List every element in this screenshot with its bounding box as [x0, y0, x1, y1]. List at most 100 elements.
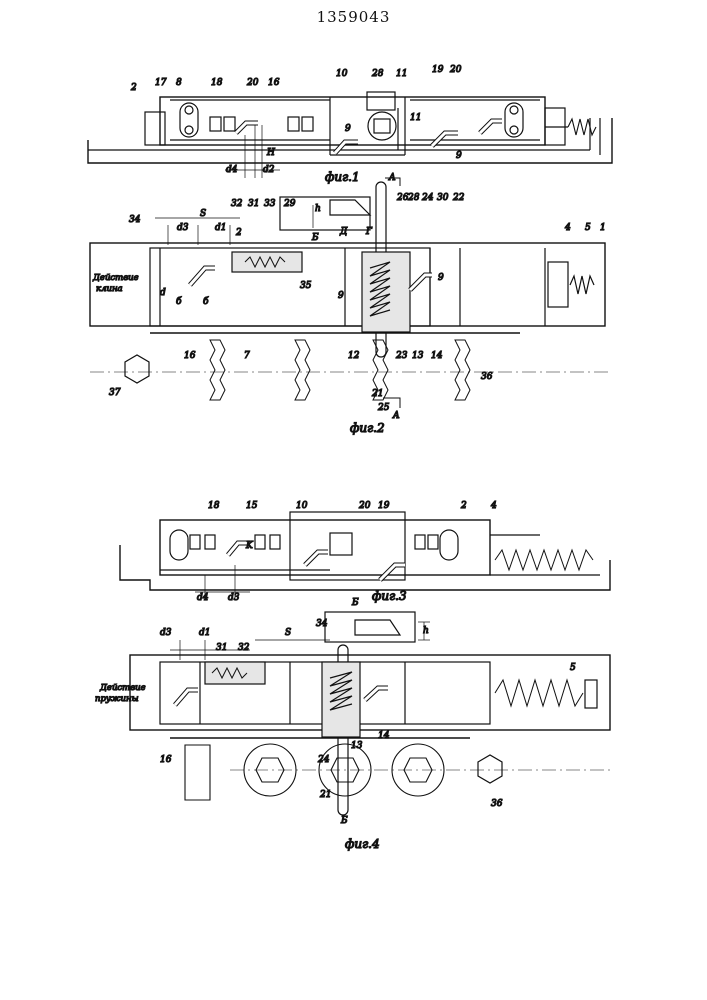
- fig4-wheels: [185, 744, 444, 800]
- svg-text:21: 21: [371, 389, 383, 399]
- main-body: [90, 243, 605, 326]
- sprocket-wheels: [210, 340, 470, 400]
- svg-text:14: 14: [378, 731, 390, 741]
- svg-text:1: 1: [600, 223, 606, 233]
- figure-4-caption: фиг.4: [345, 837, 380, 851]
- svg-text:16: 16: [160, 755, 172, 765]
- svg-text:2: 2: [130, 83, 137, 93]
- action-label-spring-line1: Действие: [99, 683, 146, 693]
- svg-text:19: 19: [378, 501, 390, 511]
- svg-text:Г: Г: [365, 227, 373, 237]
- svg-text:2: 2: [235, 228, 242, 238]
- svg-text:H: H: [266, 148, 275, 158]
- svg-text:9: 9: [438, 273, 444, 283]
- figure-4: Б h d3 d1 S 31 32 34 5 14 13 16 24 21 36…: [95, 598, 610, 851]
- figure-2-caption: фиг.2: [350, 421, 385, 435]
- svg-text:A: A: [392, 411, 400, 421]
- svg-text:17: 17: [155, 78, 167, 88]
- svg-text:5: 5: [570, 663, 576, 673]
- svg-text:Б: Б: [351, 598, 359, 608]
- hex-nut-37: [125, 355, 149, 383]
- svg-text:4: 4: [490, 501, 497, 511]
- figure-1-caption: фиг.1: [325, 170, 360, 184]
- svg-text:30: 30: [437, 193, 449, 203]
- svg-text:11: 11: [410, 113, 421, 123]
- svg-text:h: h: [423, 626, 429, 636]
- svg-text:Б: Б: [340, 816, 348, 826]
- housing: [160, 97, 545, 145]
- svg-text:18: 18: [208, 501, 220, 511]
- svg-text:A: A: [388, 173, 396, 183]
- svg-text:21: 21: [319, 790, 331, 800]
- svg-text:10: 10: [296, 501, 308, 511]
- svg-text:24: 24: [317, 755, 330, 765]
- svg-text:15: 15: [246, 501, 258, 511]
- svg-text:d4: d4: [197, 593, 209, 603]
- svg-text:9: 9: [456, 151, 462, 161]
- action-label-wedge-line1: Действие: [92, 273, 139, 283]
- svg-text:d3: d3: [177, 223, 189, 233]
- svg-text:б: б: [176, 296, 182, 307]
- svg-text:22: 22: [452, 193, 465, 203]
- svg-text:33: 33: [264, 199, 276, 209]
- svg-text:9: 9: [345, 124, 351, 134]
- svg-text:23: 23: [395, 351, 408, 361]
- svg-text:28: 28: [407, 193, 420, 203]
- svg-text:37: 37: [109, 388, 121, 398]
- action-label-spring-line2: пружины: [95, 694, 139, 704]
- svg-text:36: 36: [481, 372, 493, 382]
- svg-text:35: 35: [300, 281, 312, 291]
- svg-text:20: 20: [449, 65, 462, 75]
- svg-text:26: 26: [396, 193, 409, 203]
- svg-text:d3: d3: [228, 593, 240, 603]
- spring-fig3: [495, 550, 593, 570]
- svg-text:14: 14: [431, 351, 443, 361]
- svg-text:31: 31: [216, 643, 227, 653]
- svg-text:Б: Б: [311, 233, 319, 243]
- svg-text:11: 11: [396, 69, 407, 79]
- figure-3-caption: фиг.3: [372, 589, 407, 603]
- svg-text:32: 32: [238, 643, 250, 653]
- svg-text:13: 13: [412, 351, 424, 361]
- svg-text:18: 18: [211, 78, 223, 88]
- svg-text:4: 4: [564, 223, 571, 233]
- svg-text:5: 5: [585, 223, 591, 233]
- figure-2: A: [90, 173, 610, 435]
- svg-text:d1: d1: [199, 628, 211, 638]
- svg-text:8: 8: [176, 78, 182, 88]
- svg-text:29: 29: [283, 199, 296, 209]
- svg-text:16: 16: [268, 78, 280, 88]
- spring-fig1: [568, 119, 596, 135]
- svg-text:25: 25: [377, 403, 390, 413]
- svg-text:36: 36: [491, 799, 503, 809]
- svg-text:24: 24: [421, 193, 434, 203]
- svg-text:20: 20: [358, 501, 371, 511]
- svg-text:d: d: [160, 288, 166, 298]
- svg-text:9: 9: [338, 291, 344, 301]
- svg-text:d3: d3: [160, 628, 172, 638]
- svg-text:32: 32: [231, 199, 243, 209]
- svg-text:12: 12: [348, 351, 360, 361]
- svg-text:Д: Д: [339, 227, 348, 237]
- svg-text:19: 19: [432, 65, 444, 75]
- svg-text:28: 28: [371, 69, 384, 79]
- svg-text:d4: d4: [226, 165, 238, 175]
- svg-text:13: 13: [351, 741, 363, 751]
- svg-text:34: 34: [316, 619, 328, 629]
- svg-text:7: 7: [244, 351, 250, 361]
- svg-text:d2: d2: [263, 165, 275, 175]
- svg-text:б: б: [203, 296, 209, 307]
- svg-text:d1: d1: [215, 223, 227, 233]
- hex-nut-36: [478, 755, 502, 783]
- svg-text:K: K: [245, 541, 254, 551]
- figure-1: 2 17 8 18 20 16 10 28 11 19 20 9 11 9 H …: [88, 65, 612, 184]
- svg-text:10: 10: [336, 69, 348, 79]
- svg-text:h: h: [315, 204, 321, 214]
- svg-text:20: 20: [246, 78, 259, 88]
- svg-text:2: 2: [460, 501, 467, 511]
- svg-text:S: S: [200, 209, 206, 219]
- svg-text:34: 34: [129, 215, 141, 225]
- svg-text:16: 16: [184, 351, 196, 361]
